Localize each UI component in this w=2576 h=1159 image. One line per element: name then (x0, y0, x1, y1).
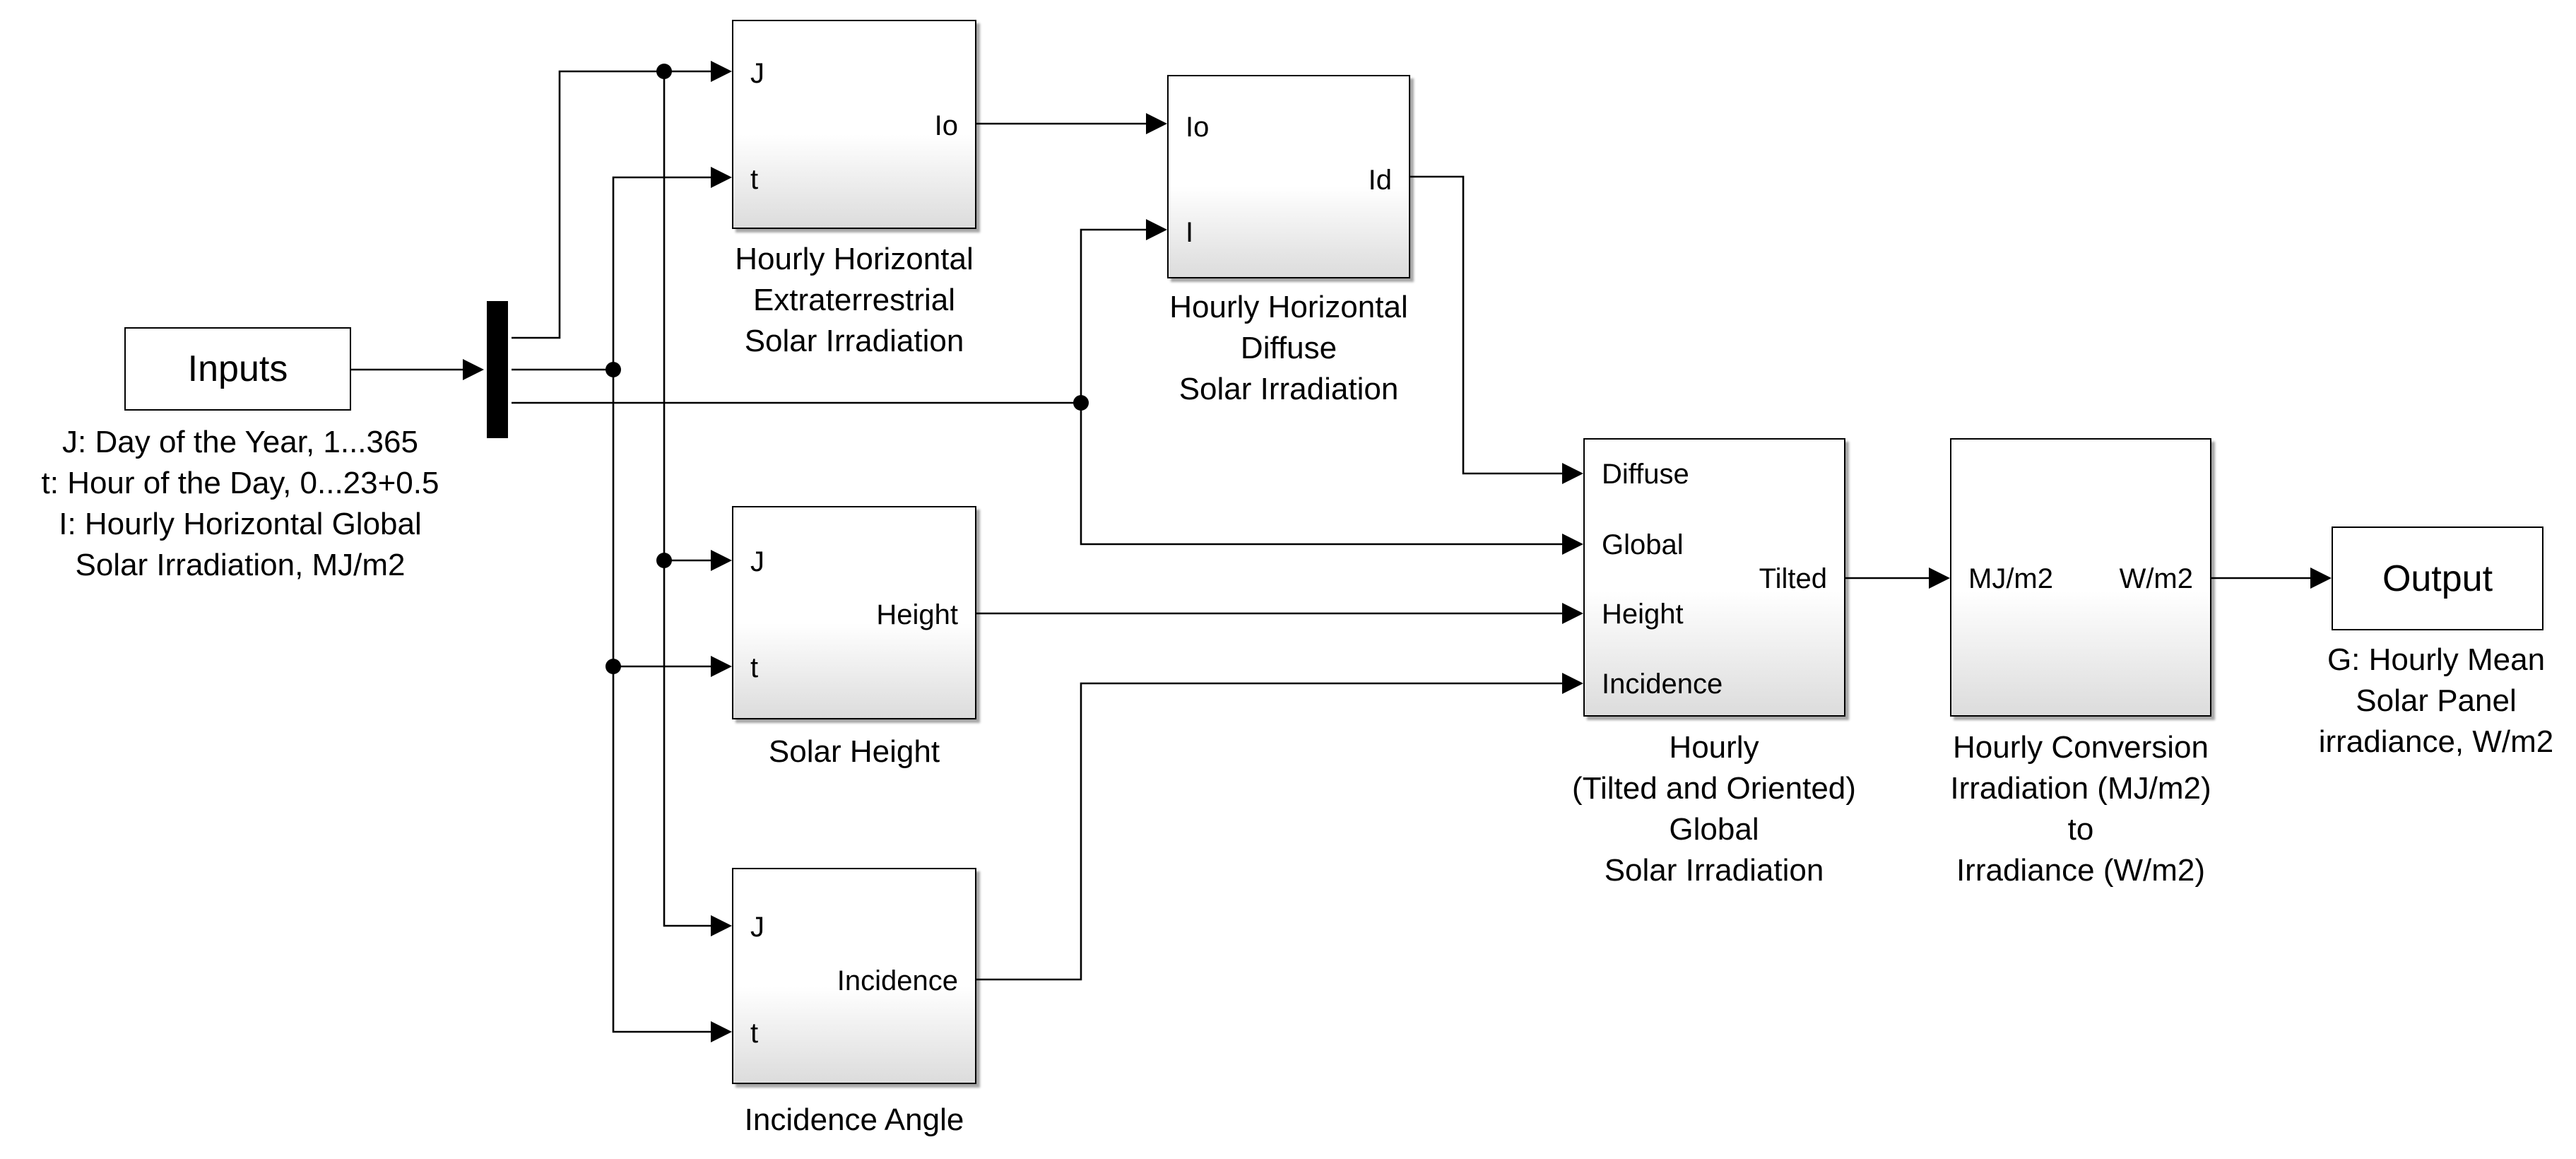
inputs-caption: J: Day of the Year, 1...365 t: Hour of t… (0, 422, 480, 586)
caption-line: Solar Height (768, 734, 940, 769)
caption-line: Extraterrestrial (752, 283, 956, 317)
line-incidence (976, 682, 1570, 981)
port-global: Global (1602, 529, 1684, 560)
inputs-caption-line: t: Hour of the Day, 0...23+0.5 (41, 466, 439, 500)
port-io: Io (1186, 112, 1210, 143)
branch-dot-t-top (605, 362, 621, 377)
tilted-caption: Hourly (Tilted and Oriented) Global Sola… (1502, 727, 1926, 891)
arrow-ext-t (711, 167, 732, 188)
port-t: t (750, 1018, 759, 1049)
caption-line: Hourly (1669, 730, 1759, 765)
line-j-branch-incidence (663, 71, 716, 927)
caption-line: to (2067, 812, 2094, 847)
arrow-ia-t (711, 1021, 732, 1042)
branch-dot-i (1073, 395, 1089, 411)
arrow-conv-in (1929, 567, 1950, 589)
arrow-ext-j (711, 61, 732, 82)
caption-line: Irradiance (W/m2) (1956, 853, 2206, 888)
port-incidence: Incidence (837, 965, 958, 996)
caption-line: G: Hourly Mean (2327, 642, 2546, 677)
port-height: Height (1602, 599, 1684, 630)
output-block-label: Output (2382, 558, 2493, 599)
inputs-caption-line: I: Hourly Horizontal Global (59, 507, 422, 541)
extraterrestrial-block[interactable]: J t Io (732, 20, 976, 229)
incidence-angle-block[interactable]: J t Incidence (732, 868, 976, 1084)
arrow-mux-in (463, 359, 484, 380)
inputs-block[interactable]: Inputs (124, 327, 351, 411)
output-block[interactable]: Output (2332, 526, 2543, 630)
caption-line: Hourly Horizontal (735, 242, 974, 276)
arrow-tilt-global (1562, 534, 1583, 555)
caption-line: Irradiation (MJ/m2) (1950, 771, 2211, 806)
port-mjm2: MJ/m2 (1968, 563, 2053, 594)
arrow-diff-i (1146, 219, 1167, 240)
port-j: J (750, 912, 764, 943)
line-i-trunk (1080, 228, 1570, 546)
inputs-block-label: Inputs (187, 348, 288, 389)
caption-line: Solar Irradiation (1178, 372, 1399, 406)
caption-line: Solar Irradiation (744, 324, 964, 358)
branch-dot-j-top (656, 64, 672, 79)
caption-line: Hourly Conversion (1953, 730, 2209, 765)
caption-line: Diffuse (1240, 331, 1337, 365)
port-id: Id (1368, 165, 1392, 196)
line-t-trunk (612, 176, 716, 1033)
arrow-tilt-incidence (1562, 673, 1583, 694)
solar-height-caption: Solar Height (642, 731, 1066, 772)
conversion-block[interactable]: MJ/m2 W/m2 (1950, 438, 2211, 717)
inputs-caption-line: J: Day of the Year, 1...365 (62, 425, 418, 459)
tilted-block[interactable]: Diffuse Global Height Incidence Tilted (1583, 438, 1845, 717)
arrow-ia-j (711, 915, 732, 936)
branch-dot-t-mid (605, 659, 621, 674)
incidence-angle-caption: Incidence Angle (642, 1100, 1066, 1141)
output-caption: G: Hourly Mean Solar Panel irradiance, W… (2296, 640, 2576, 763)
diffuse-caption: Hourly Horizontal Diffuse Solar Irradiat… (1077, 287, 1501, 410)
caption-line: Solar Irradiation (1604, 853, 1824, 888)
port-t: t (750, 164, 759, 195)
port-diffuse: Diffuse (1602, 459, 1689, 490)
caption-line: Global (1669, 812, 1759, 847)
port-j: J (750, 58, 764, 89)
extraterrestrial-caption: Hourly Horizontal Extraterrestrial Solar… (642, 239, 1066, 362)
mux-block[interactable] (487, 301, 508, 438)
line-id (1410, 175, 1570, 475)
arrow-sh-j (711, 550, 732, 571)
inputs-caption-line: Solar Irradiation, MJ/m2 (75, 548, 406, 582)
port-t: t (750, 652, 759, 683)
caption-line: (Tilted and Oriented) (1572, 771, 1856, 806)
port-incidence: Incidence (1602, 669, 1723, 700)
arrow-output-in (2310, 567, 2332, 589)
caption-line: Hourly Horizontal (1169, 290, 1408, 324)
port-i: I (1186, 217, 1194, 248)
port-j: J (750, 546, 764, 577)
arrow-tilt-diffuse (1562, 463, 1583, 484)
port-io: Io (934, 110, 958, 141)
port-height: Height (876, 599, 958, 630)
solar-height-block[interactable]: J t Height (732, 506, 976, 719)
port-tilted: Tilted (1759, 563, 1827, 594)
caption-line: Incidence Angle (744, 1102, 964, 1137)
caption-line: irradiance, W/m2 (2318, 724, 2554, 759)
line-j-to-extraterrestrial (512, 70, 716, 339)
port-wm2: W/m2 (2119, 563, 2193, 594)
arrow-diff-io (1146, 113, 1167, 134)
arrow-tilt-height (1562, 603, 1583, 624)
caption-line: Solar Panel (2356, 683, 2517, 718)
diffuse-block[interactable]: Io I Id (1167, 75, 1410, 278)
conversion-caption: Hourly Conversion Irradiation (MJ/m2) to… (1869, 727, 2293, 891)
branch-dot-j-mid (656, 553, 672, 568)
arrow-sh-t (711, 656, 732, 677)
